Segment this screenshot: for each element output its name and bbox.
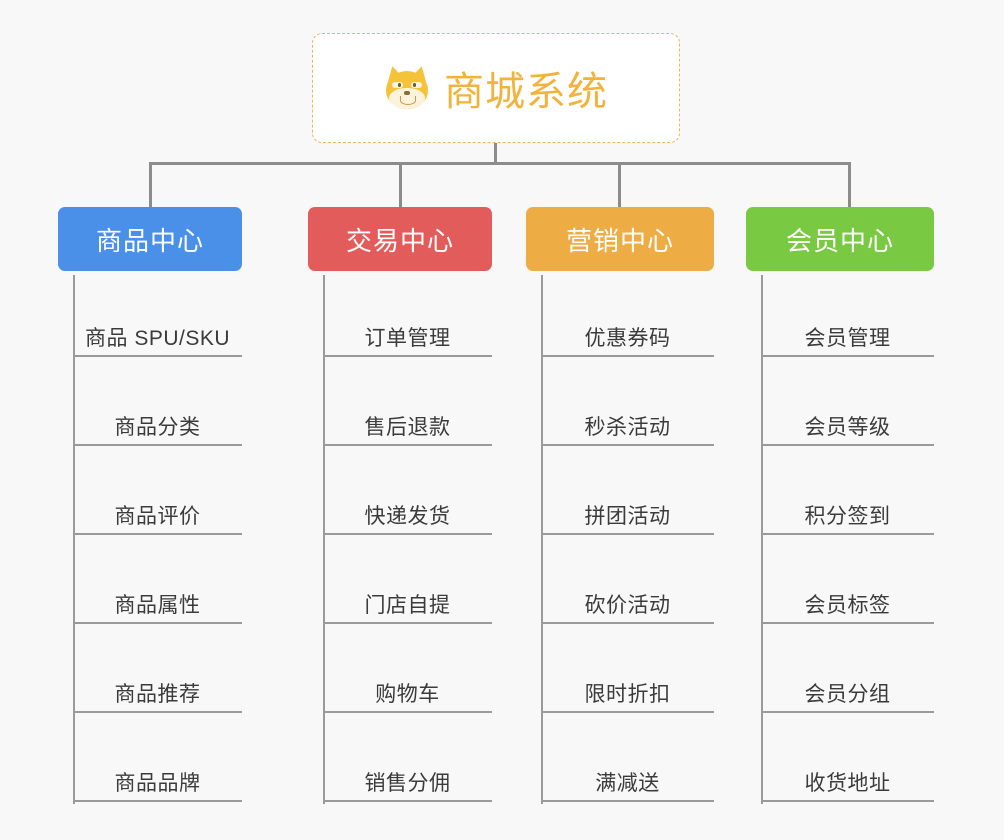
leaf-item-label: 商品分类 [114, 415, 201, 439]
column-spine-trade-center [323, 275, 325, 804]
leaf-item[interactable]: 购物车 [323, 667, 492, 713]
leaf-item[interactable]: 商品推荐 [73, 667, 242, 713]
column-spine-product-center [73, 275, 75, 804]
drop-connector-4 [848, 162, 851, 208]
root-stem-connector [494, 143, 497, 164]
category-label: 商品中心 [95, 225, 204, 256]
leaf-item[interactable]: 会员等级 [761, 400, 934, 446]
leaf-item[interactable]: 商品品牌 [73, 756, 242, 802]
category-box-trade-center[interactable]: 交易中心 [308, 207, 492, 271]
leaf-item-label: 优惠券码 [584, 326, 671, 350]
column-spine-member-center [761, 275, 763, 804]
leaf-item[interactable]: 商品分类 [73, 400, 242, 446]
leaf-item-label: 售后退款 [364, 415, 451, 439]
leaf-item[interactable]: 门店自提 [323, 578, 492, 624]
category-label: 会员中心 [785, 225, 894, 256]
leaf-item-label: 限时折扣 [584, 682, 671, 706]
leaf-item[interactable]: 积分签到 [761, 489, 934, 535]
leaf-item[interactable]: 收货地址 [761, 756, 934, 802]
leaf-item-label: 门店自提 [364, 593, 451, 617]
leaf-item[interactable]: 限时折扣 [541, 667, 714, 713]
leaf-item-label: 会员管理 [804, 326, 891, 350]
leaf-item[interactable]: 秒杀活动 [541, 400, 714, 446]
leaf-item-label: 商品品牌 [114, 771, 201, 795]
leaf-item[interactable]: 会员分组 [761, 667, 934, 713]
leaf-item-label: 快递发货 [364, 504, 451, 528]
leaf-item-label: 收货地址 [804, 771, 891, 795]
leaf-item[interactable]: 满减送 [541, 756, 714, 802]
leaf-item[interactable]: 订单管理 [323, 311, 492, 357]
leaf-item-label: 秒杀活动 [584, 415, 671, 439]
leaf-item[interactable]: 砍价活动 [541, 578, 714, 624]
leaf-item[interactable]: 优惠券码 [541, 311, 714, 357]
category-box-member-center[interactable]: 会员中心 [746, 207, 934, 271]
leaf-item-label: 购物车 [375, 682, 440, 706]
leaf-item-label: 拼团活动 [584, 504, 671, 528]
leaf-item-label: 会员等级 [804, 415, 891, 439]
leaf-item-label: 商品属性 [114, 593, 201, 617]
leaf-item[interactable]: 会员标签 [761, 578, 934, 624]
leaf-item[interactable]: 商品 SPU/SKU [73, 311, 242, 357]
leaf-item-label: 订单管理 [364, 326, 451, 350]
drop-connector-3 [618, 162, 621, 208]
category-label: 交易中心 [345, 225, 454, 256]
leaf-item[interactable]: 商品属性 [73, 578, 242, 624]
leaf-item-label: 积分签到 [804, 504, 891, 528]
leaf-item-label: 销售分佣 [364, 771, 451, 795]
leaf-item[interactable]: 拼团活动 [541, 489, 714, 535]
leaf-item-label: 商品推荐 [114, 682, 201, 706]
root-node[interactable]: 商城系统 [312, 33, 680, 143]
leaf-item-label: 商品评价 [114, 504, 201, 528]
leaf-item[interactable]: 会员管理 [761, 311, 934, 357]
leaf-item-label: 满减送 [595, 771, 660, 795]
leaf-item-label: 砍价活动 [584, 593, 671, 617]
leaf-item[interactable]: 售后退款 [323, 400, 492, 446]
category-box-product-center[interactable]: 商品中心 [58, 207, 242, 271]
root-title: 商城系统 [444, 70, 608, 114]
drop-connector-2 [399, 162, 402, 208]
leaf-item[interactable]: 快递发货 [323, 489, 492, 535]
leaf-item-label: 会员标签 [804, 593, 891, 617]
category-box-marketing-center[interactable]: 营销中心 [526, 207, 714, 271]
leaf-item[interactable]: 销售分佣 [323, 756, 492, 802]
leaf-item-label: 商品 SPU/SKU [84, 326, 231, 350]
column-spine-marketing-center [541, 275, 543, 804]
horizontal-bus-connector [150, 162, 851, 165]
leaf-item[interactable]: 商品评价 [73, 489, 242, 535]
leaf-item-label: 会员分组 [804, 682, 891, 706]
dog-face-icon [384, 64, 430, 110]
drop-connector-1 [149, 162, 152, 208]
category-label: 营销中心 [565, 225, 674, 256]
